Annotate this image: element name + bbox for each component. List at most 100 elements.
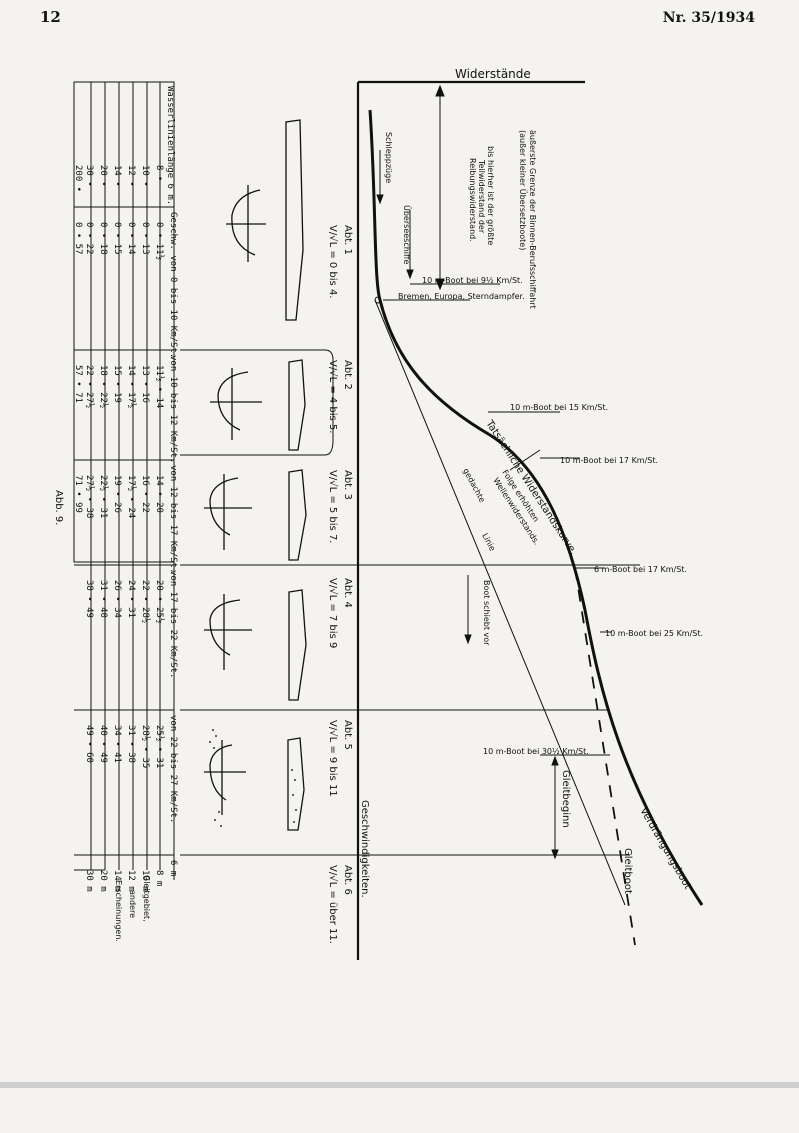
table-cell: 0 • 57 bbox=[73, 222, 83, 255]
table-column-header: 6 m bbox=[168, 860, 178, 876]
section-ratio: V/√L = 4 bis 5. bbox=[327, 360, 338, 434]
hull-sketches bbox=[204, 119, 307, 831]
speed-table bbox=[73, 81, 175, 880]
note-ueberseeschiffe: Überseeschiffe bbox=[402, 205, 412, 265]
diagram-axes bbox=[356, 80, 585, 960]
table-cell: 12 m bbox=[126, 870, 136, 892]
note-gleitgebiet: Gleitgebiet, bbox=[142, 875, 151, 922]
table-cell: 24 • 31 bbox=[126, 580, 136, 618]
table-column-header: von 10 bis 12 Km/St. bbox=[168, 355, 178, 463]
note-boat-6-17: 6 m-Boot bei 17 Km/St. bbox=[594, 565, 687, 574]
table-cell: 30 m bbox=[84, 870, 94, 892]
hull-section-icon bbox=[231, 189, 261, 256]
table-cell: 22 • 27½ bbox=[84, 365, 95, 408]
table-cell: 8 m bbox=[154, 870, 164, 886]
note-gleitbeginn: Gleitbeginn bbox=[560, 770, 571, 828]
axis-title-speed: Geschwindigkeiten. bbox=[359, 800, 370, 898]
table-cell: 14 • 20 bbox=[154, 475, 164, 513]
table-cell: 14 m bbox=[112, 870, 122, 892]
table-cell: 71 • 99 bbox=[73, 475, 83, 513]
section-label: Abt. 3 bbox=[342, 470, 353, 500]
section-label: Abt. 1 bbox=[342, 225, 353, 255]
table-length-cell: 200 • bbox=[73, 165, 83, 192]
table-cell: 15 • 19 bbox=[112, 365, 122, 403]
table-column-header: von 22 bis 27 Km/St. bbox=[168, 715, 178, 823]
note-up-to-here-2: Teilwiderstand der bbox=[477, 159, 486, 234]
table-cell: 20 • 25½ bbox=[154, 580, 165, 623]
table-length-cell: 12 • bbox=[126, 165, 136, 187]
table-cell: 40 • 49 bbox=[98, 725, 108, 763]
table-cell: 0 • 14 bbox=[126, 222, 136, 255]
table-length-cell: 20 • bbox=[98, 165, 108, 187]
table-cell: 22 • 28½ bbox=[140, 580, 151, 623]
table-length-cell: 10 • bbox=[140, 165, 150, 187]
section-ratio: V/√L = 0 bis 4. bbox=[327, 225, 338, 299]
table-cell: 14 • 17½ bbox=[126, 365, 137, 408]
table-cell: 34 • 41 bbox=[112, 725, 122, 763]
note-boot-schiebt: Boot schiebt vor bbox=[482, 580, 491, 646]
table-cell: 17½ • 24 bbox=[126, 475, 137, 518]
note-boat-10-25: 10 m-Boot bei 25 Km/St. bbox=[605, 629, 703, 638]
note-gleitboot: Gleitboot bbox=[622, 848, 633, 894]
note-upper-limit-2: (außer kleiner Übersetzboote) bbox=[518, 130, 528, 250]
table-cell: 0 • 22 bbox=[84, 222, 94, 255]
note-andere: andere bbox=[128, 890, 137, 918]
table-cell: 27½ • 38 bbox=[84, 475, 95, 518]
table-column-header: von 17 bis 22 Km/St. bbox=[168, 570, 178, 678]
note-bremen: Bremen, Europa, Sterndampfer. bbox=[398, 292, 525, 301]
note-up-to-here-3: Reibungswiderstand. bbox=[468, 158, 477, 242]
table-cell: 57 • 71 bbox=[73, 365, 83, 403]
table-column-header: Geschw. von 0 bis 10 Km/St. bbox=[168, 212, 178, 358]
table-cell: 13 • 16 bbox=[140, 365, 150, 403]
section-ratio: V/√L = 5 bis 7. bbox=[327, 470, 338, 544]
actual-resistance-curve bbox=[368, 109, 704, 906]
table-cell: 0 • 13 bbox=[140, 222, 150, 255]
section-label: Abt. 2 bbox=[342, 360, 353, 390]
note-gedachte: gedachte bbox=[461, 467, 487, 504]
table-cell: 31 • 38 bbox=[126, 725, 136, 763]
section-ratio: V/√L = 7 bis 9 bbox=[327, 578, 338, 648]
note-upper-limit: äußerste Grenze der Binnen-Berufsschiffa… bbox=[528, 130, 537, 309]
table-cell: 31 • 40 bbox=[98, 580, 108, 618]
gleitboot-line bbox=[574, 567, 636, 946]
table-cell: 0 • 15 bbox=[112, 222, 122, 255]
note-boat-10-17: 10 m-Boot bei 17 Km/St. bbox=[560, 456, 658, 465]
table-cell: 19 • 26 bbox=[112, 475, 122, 513]
table-cell: 16 • 22 bbox=[140, 475, 150, 513]
section-label: Abt. 5 bbox=[342, 720, 353, 750]
table-cell: 26 • 34 bbox=[112, 580, 122, 618]
note-up-to-here: bis hierher ist der größte bbox=[486, 146, 495, 245]
axis-title-resistance: Widerstände bbox=[455, 67, 531, 81]
table-cell: 38 • 49 bbox=[84, 580, 94, 618]
section-ratio: V/√L = über 11. bbox=[327, 865, 338, 944]
table-length-cell: 30 • bbox=[84, 165, 94, 187]
page-edge bbox=[0, 1082, 799, 1088]
table-first-header: Wasserlinienlänge 6 m. bbox=[165, 86, 175, 205]
table-length-cell: 14 • bbox=[112, 165, 122, 187]
issue-number: Nr. 35/1934 bbox=[662, 10, 755, 26]
section-label: Abt. 4 bbox=[342, 578, 353, 608]
note-boat-10-15: 10 m-Boot bei 15 Km/St. bbox=[510, 403, 608, 412]
table-cell: 0 • 18 bbox=[98, 222, 108, 255]
note-boat-10-30: 10 m-Boot bei 30½ Km/St. bbox=[483, 747, 589, 756]
section-label: Abt. 6 bbox=[342, 865, 353, 895]
table-cell: 49 • 60 bbox=[84, 725, 94, 763]
note-schleppzuege: Schleppzüge bbox=[384, 132, 393, 183]
table-cell: 20 m bbox=[98, 870, 108, 892]
note-boat-10-9: 10 m-Boot bei 9½ Km/St. bbox=[422, 276, 523, 285]
note-verdraengung: Verdrängungsboot bbox=[637, 806, 693, 891]
imagined-line bbox=[374, 299, 626, 906]
hull-profile-icon bbox=[285, 119, 304, 321]
note-linie: Linie bbox=[480, 532, 497, 553]
table-cell: 11½ • 14 bbox=[154, 365, 165, 408]
section-ratio: V/√L = 9 bis 11 bbox=[327, 720, 338, 797]
table-cell: 25½ • 31 bbox=[154, 725, 165, 768]
table-cell: 28½ • 35 bbox=[140, 725, 151, 768]
note-erscheinungen: Erscheinungen. bbox=[114, 880, 123, 942]
table-cell: 22½ • 31 bbox=[98, 475, 109, 518]
spray-dots bbox=[209, 729, 297, 827]
figure-caption: Abb. 9. bbox=[53, 490, 64, 525]
table-length-cell: 8 • bbox=[154, 165, 164, 181]
table-cell: 0 • 11½ bbox=[154, 222, 165, 260]
